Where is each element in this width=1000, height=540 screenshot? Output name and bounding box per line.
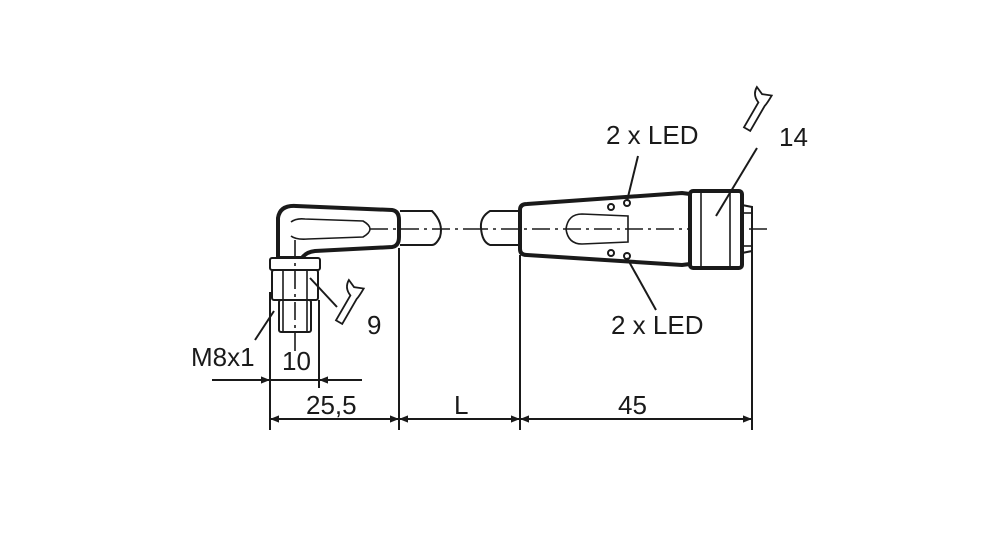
wrench-size-14: 14 [779,122,808,152]
wrench-icon [334,278,366,326]
led-indicator [607,203,615,211]
wrench-icon [742,85,774,133]
dimension-lines [212,248,753,430]
wrench-size-9: 9 [367,310,382,340]
dimension-L: L [454,390,469,420]
led-label-bottom: 2 x LED [611,310,704,340]
led-label-top: 2 x LED [606,120,699,150]
straight-connector [518,189,753,270]
thread-label: M8x1 [191,342,255,372]
dimension-45: 45 [618,390,647,420]
angled-connector [269,203,401,352]
dimension-25-5: 25,5 [306,390,357,420]
dimension-10: 10 [282,346,311,376]
led-indicator [607,249,615,257]
